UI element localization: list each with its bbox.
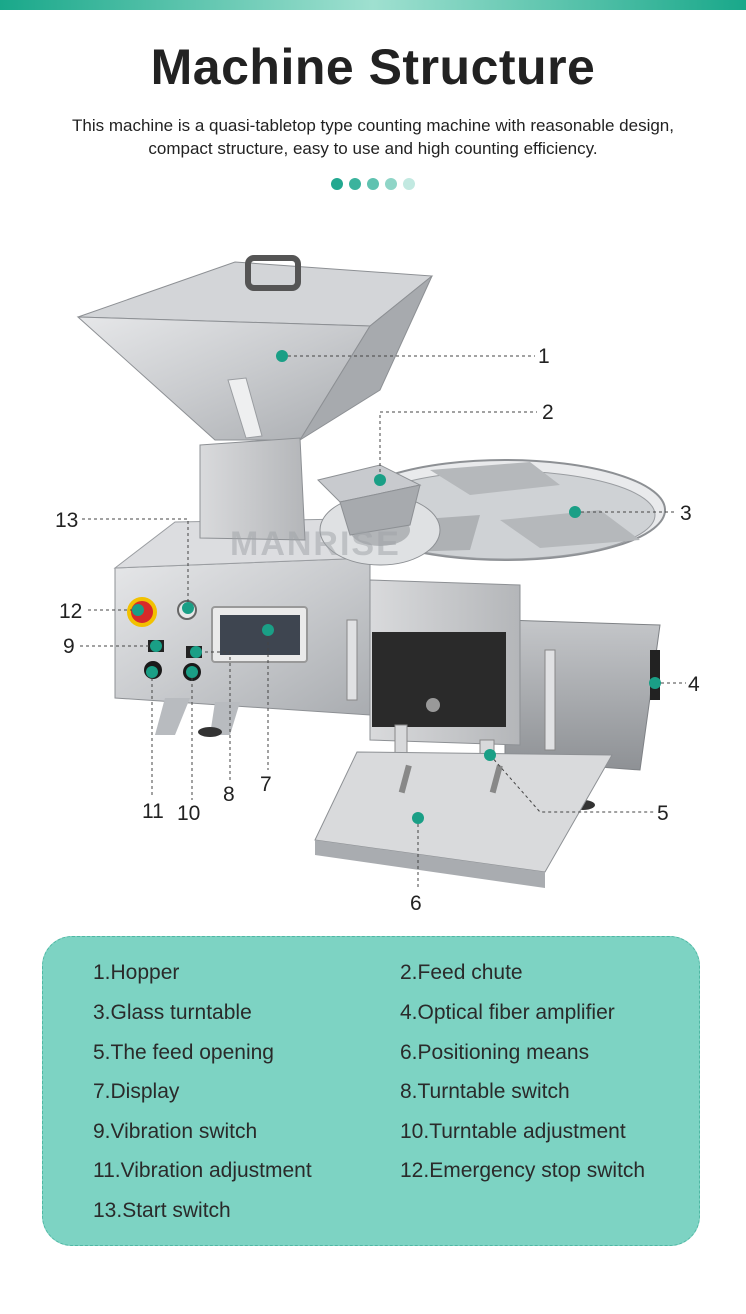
marker-7 <box>262 624 274 636</box>
marker-2 <box>374 474 386 486</box>
dot-1 <box>331 178 343 190</box>
marker-3 <box>569 506 581 518</box>
legend-item-5: 5.The feed opening <box>93 1041 274 1064</box>
legend-item-11: 11.Vibration adjustment <box>93 1159 312 1182</box>
callout-markers <box>132 350 661 824</box>
legend-item-4: 4.Optical fiber amplifier <box>400 1001 615 1024</box>
parts-legend: 1.Hopper 2.Feed chute 3.Glass turntable … <box>42 936 700 1246</box>
marker-6 <box>412 812 424 824</box>
callout-label-8: 8 <box>223 783 235 806</box>
leader-line-5 <box>489 754 655 813</box>
watermark-text: MANRISE <box>230 525 401 563</box>
callout-lines <box>80 355 686 890</box>
callout-label-12: 12 <box>59 600 82 623</box>
callout-label-4: 4 <box>688 673 700 696</box>
subtitle-line-1: This machine is a quasi-tabletop type co… <box>72 116 674 135</box>
optical-fiber-amplifier <box>650 650 660 700</box>
legend-item-13: 13.Start switch <box>93 1199 231 1222</box>
marker-13 <box>182 602 194 614</box>
marker-8 <box>190 646 202 658</box>
callout-label-3: 3 <box>680 502 692 525</box>
page-subtitle: This machine is a quasi-tabletop type co… <box>30 114 716 160</box>
legend-item-2: 2.Feed chute <box>400 961 523 984</box>
callout-label-1: 1 <box>538 345 550 368</box>
callout-label-11: 11 <box>142 800 164 823</box>
leader-line-2 <box>379 411 537 478</box>
callout-label-2: 2 <box>542 401 554 424</box>
legend-item-6: 6.Positioning means <box>400 1041 590 1064</box>
dot-5 <box>403 178 415 190</box>
callout-label-10: 10 <box>177 802 200 825</box>
callout-label-6: 6 <box>410 892 422 915</box>
page-title: Machine Structure <box>150 39 596 95</box>
marker-12 <box>132 604 144 616</box>
callout-label-5: 5 <box>657 802 669 825</box>
subtitle-line-2: compact structure, easy to use and high … <box>148 139 598 158</box>
machine-diagram: MANRISE <box>55 255 700 915</box>
callout-label-7: 7 <box>260 773 272 796</box>
legend-item-12: 12.Emergency stop switch <box>400 1159 646 1182</box>
legend-item-1: 1.Hopper <box>93 961 180 984</box>
leader-line-8 <box>193 651 231 780</box>
legend-item-10: 10.Turntable adjustment <box>400 1120 626 1143</box>
legend-item-9: 9.Vibration switch <box>93 1120 258 1143</box>
legend-item-7: 7.Display <box>93 1080 180 1103</box>
machine-body <box>113 517 661 810</box>
feed-chute <box>317 464 422 536</box>
marker-10 <box>186 666 198 678</box>
legend-item-8: 8.Turntable switch <box>400 1080 570 1103</box>
marker-9 <box>150 640 162 652</box>
dot-4 <box>385 178 397 190</box>
feed-opening-box <box>346 619 556 769</box>
positioning-tray <box>314 751 613 888</box>
marker-11 <box>146 666 158 678</box>
dot-3 <box>367 178 379 190</box>
decorative-dots <box>0 178 746 190</box>
dot-2 <box>349 178 361 190</box>
callout-label-13: 13 <box>55 509 78 532</box>
top-accent-bar <box>0 0 746 10</box>
marker-1 <box>276 350 288 362</box>
hopper <box>76 255 434 541</box>
marker-4 <box>649 677 661 689</box>
callout-label-9: 9 <box>63 635 75 658</box>
marker-5 <box>484 749 496 761</box>
legend-item-3: 3.Glass turntable <box>93 1001 252 1024</box>
